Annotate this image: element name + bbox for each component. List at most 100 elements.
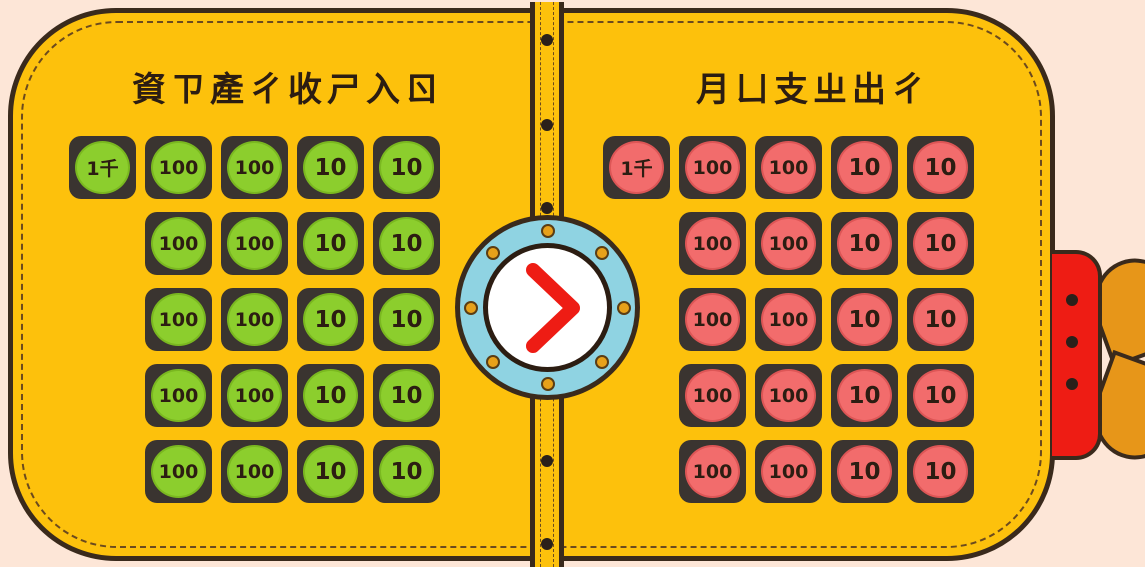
- coin-label: 10: [913, 217, 968, 270]
- tab-rivet: [1066, 336, 1078, 348]
- coin-label: 100: [227, 369, 282, 422]
- coin-label: 10: [913, 141, 968, 194]
- divider-rivet: [541, 538, 553, 550]
- porthole-bolt: [595, 355, 609, 369]
- coin-label: 10: [303, 141, 358, 194]
- expense-coin-10[interactable]: 10: [907, 288, 974, 351]
- income-coin-1000[interactable]: 1千: [69, 136, 136, 199]
- expense-coin-10[interactable]: 10: [907, 212, 974, 275]
- porthole-bolt: [486, 355, 500, 369]
- tab-rivet: [1066, 378, 1078, 390]
- coin-label: 10: [379, 293, 434, 346]
- income-coin-100[interactable]: 100: [145, 212, 212, 275]
- expense-coin-10[interactable]: 10: [907, 364, 974, 427]
- coin-label: 100: [227, 293, 282, 346]
- expense-coin-10[interactable]: 10: [831, 288, 898, 351]
- coin-label: 10: [913, 369, 968, 422]
- coin-label: 10: [913, 445, 968, 498]
- expense-coin-100[interactable]: 100: [755, 212, 822, 275]
- divider-rivet: [541, 202, 553, 214]
- expense-coin-10[interactable]: 10: [831, 212, 898, 275]
- expense-coin-100[interactable]: 100: [679, 288, 746, 351]
- expense-coin-10[interactable]: 10: [831, 364, 898, 427]
- porthole-bolt: [464, 301, 478, 315]
- coin-label: 10: [379, 141, 434, 194]
- income-coin-100[interactable]: 100: [221, 364, 288, 427]
- coin-label: 100: [227, 217, 282, 270]
- coin-label: 100: [761, 293, 816, 346]
- coin-label: 10: [379, 445, 434, 498]
- porthole-window: [483, 243, 612, 372]
- coin-label: 10: [837, 141, 892, 194]
- income-coin-100[interactable]: 100: [221, 136, 288, 199]
- coin-label: 10: [913, 293, 968, 346]
- expense-coin-100[interactable]: 100: [755, 288, 822, 351]
- coin-label: 10: [837, 369, 892, 422]
- expense-coin-100[interactable]: 100: [679, 136, 746, 199]
- expense-coin-100[interactable]: 100: [755, 136, 822, 199]
- coin-label: 100: [227, 445, 282, 498]
- next-button[interactable]: [455, 215, 640, 400]
- income-coin-100[interactable]: 100: [145, 136, 212, 199]
- porthole-bolt: [486, 246, 500, 260]
- income-title: 資ㄗ產ㄔ收ㄕ入ㄖ: [132, 70, 444, 110]
- income-coin-10[interactable]: 10: [373, 212, 440, 275]
- coin-label: 100: [151, 445, 206, 498]
- porthole-bolt: [541, 224, 555, 238]
- coin-label: 10: [303, 369, 358, 422]
- coin-label: 100: [685, 141, 740, 194]
- income-coin-10[interactable]: 10: [297, 440, 364, 503]
- expense-coin-10[interactable]: 10: [907, 440, 974, 503]
- income-coin-100[interactable]: 100: [221, 440, 288, 503]
- expense-coin-100[interactable]: 100: [679, 364, 746, 427]
- coin-label: 10: [837, 445, 892, 498]
- expense-coin-100[interactable]: 100: [679, 440, 746, 503]
- coin-label: 100: [151, 141, 206, 194]
- income-coin-10[interactable]: 10: [373, 136, 440, 199]
- porthole-bolt: [541, 377, 555, 391]
- coin-label: 100: [685, 217, 740, 270]
- income-coin-100[interactable]: 100: [221, 212, 288, 275]
- porthole-bolt: [595, 246, 609, 260]
- porthole-bolt: [617, 301, 631, 315]
- coin-label: 10: [303, 293, 358, 346]
- coin-label: 10: [379, 217, 434, 270]
- coin-label: 10: [837, 293, 892, 346]
- expense-coin-10[interactable]: 10: [831, 440, 898, 503]
- income-coin-100[interactable]: 100: [221, 288, 288, 351]
- income-coin-10[interactable]: 10: [373, 364, 440, 427]
- income-coin-10[interactable]: 10: [297, 212, 364, 275]
- coin-label: 100: [151, 217, 206, 270]
- coin-label: 100: [227, 141, 282, 194]
- income-coin-10[interactable]: 10: [373, 288, 440, 351]
- chevron-right-icon: [526, 263, 580, 353]
- expense-coin-1000[interactable]: 1千: [603, 136, 670, 199]
- coin-label: 100: [761, 369, 816, 422]
- side-tab-handle[interactable]: [1052, 245, 1145, 473]
- income-coin-100[interactable]: 100: [145, 364, 212, 427]
- income-coin-10[interactable]: 10: [297, 364, 364, 427]
- income-coin-10[interactable]: 10: [297, 136, 364, 199]
- coin-label: 100: [761, 141, 816, 194]
- expense-title: 月ㄩ支ㄓ出ㄔ: [696, 70, 930, 110]
- coin-label: 100: [761, 217, 816, 270]
- expense-coin-10[interactable]: 10: [831, 136, 898, 199]
- tab-rivet: [1066, 294, 1078, 306]
- expense-coin-100[interactable]: 100: [755, 440, 822, 503]
- coin-label: 100: [685, 445, 740, 498]
- expense-coin-100[interactable]: 100: [755, 364, 822, 427]
- coin-label: 100: [151, 293, 206, 346]
- coin-label: 10: [303, 445, 358, 498]
- income-coin-100[interactable]: 100: [145, 440, 212, 503]
- divider-rivet: [541, 34, 553, 46]
- coin-label: 1千: [609, 141, 664, 194]
- income-coin-10[interactable]: 10: [297, 288, 364, 351]
- tab-body: [1052, 250, 1102, 460]
- coin-label: 10: [303, 217, 358, 270]
- income-coin-10[interactable]: 10: [373, 440, 440, 503]
- expense-coin-100[interactable]: 100: [679, 212, 746, 275]
- income-coin-100[interactable]: 100: [145, 288, 212, 351]
- expense-coin-10[interactable]: 10: [907, 136, 974, 199]
- divider-rivet: [541, 119, 553, 131]
- coin-label: 100: [761, 445, 816, 498]
